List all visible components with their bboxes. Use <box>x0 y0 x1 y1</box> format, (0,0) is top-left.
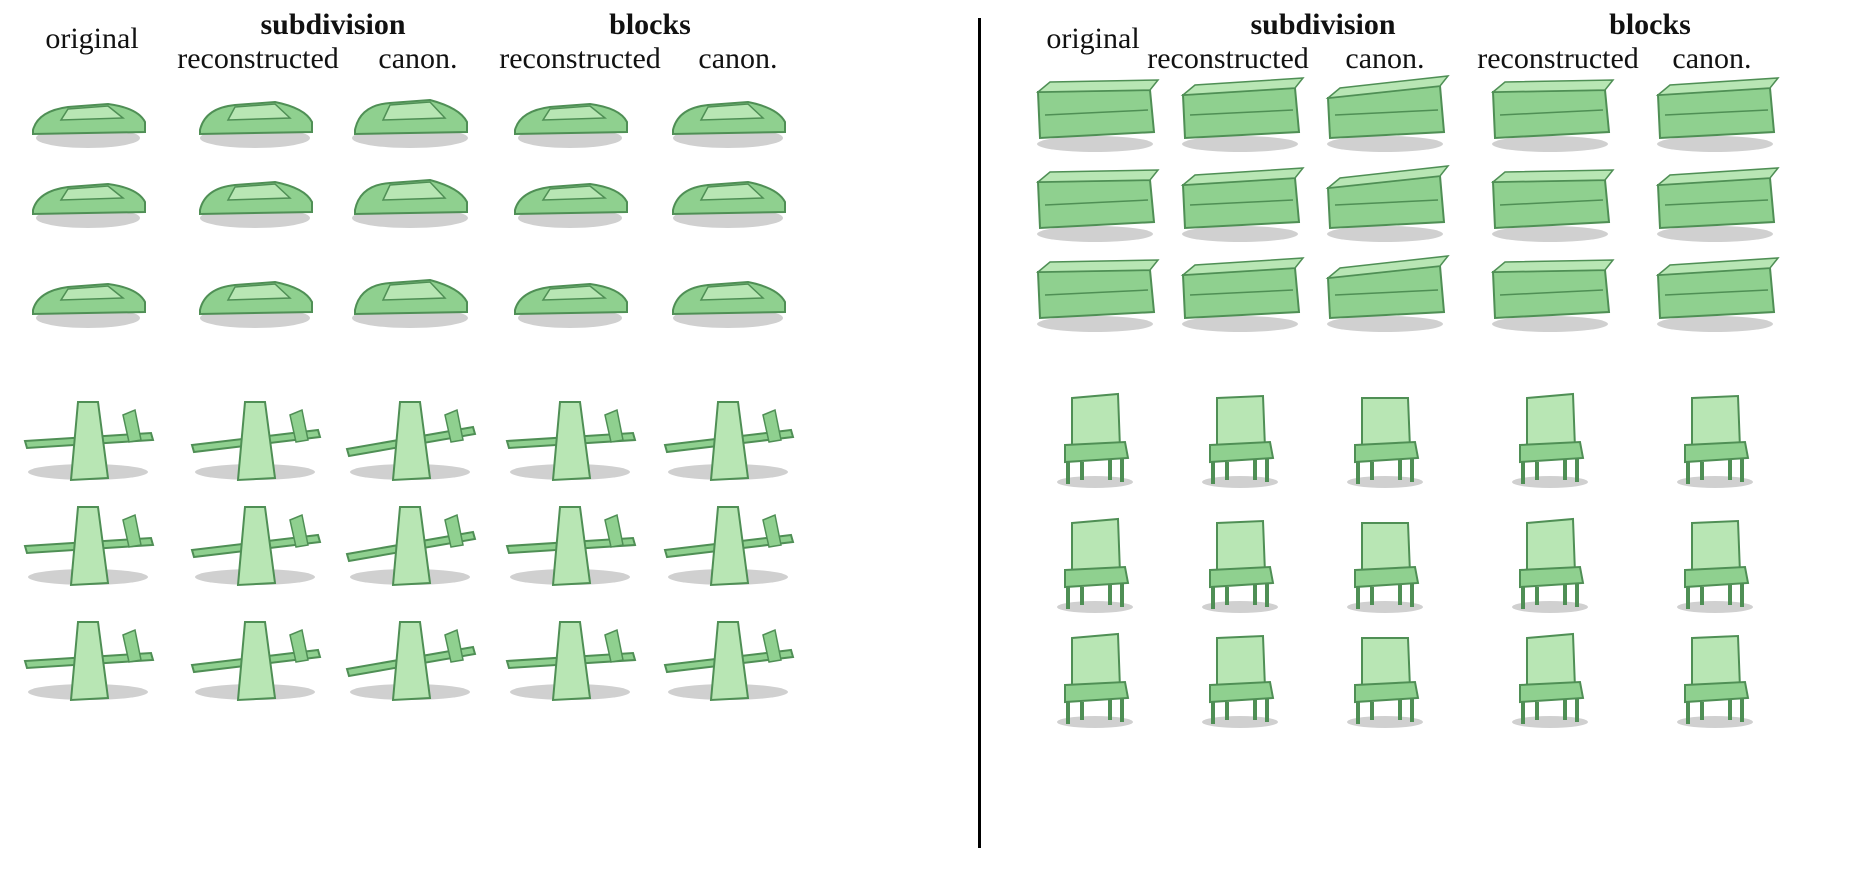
column-header-blocks-reconstructed: reconstructed <box>1477 42 1639 75</box>
sofa-icon <box>1475 150 1625 250</box>
chair-icon <box>1310 630 1460 730</box>
column-header-original: original <box>45 22 139 55</box>
group-header-blocks: blocks <box>1609 8 1691 41</box>
column-header-original: original <box>1046 22 1140 55</box>
column-header-subdivision-canon: canon. <box>378 42 458 75</box>
airplane-icon <box>13 390 163 490</box>
car-icon <box>180 240 330 340</box>
chair-icon <box>1640 515 1790 615</box>
shape-thumbnail-grid <box>985 0 1849 875</box>
chair-icon <box>1475 630 1625 730</box>
airplane-icon <box>180 495 330 595</box>
car-icon <box>653 60 803 160</box>
car-icon <box>495 240 645 340</box>
group-header-blocks: blocks <box>609 8 691 41</box>
car-icon <box>495 140 645 240</box>
airplane-icon <box>495 495 645 595</box>
chair-icon <box>1020 630 1170 730</box>
chair-icon <box>1020 390 1170 490</box>
airplane-icon <box>13 610 163 710</box>
sofa-icon <box>1165 240 1315 340</box>
airplane-icon <box>13 495 163 595</box>
sofa-icon <box>1020 60 1170 160</box>
car-icon <box>180 60 330 160</box>
chair-icon <box>1640 630 1790 730</box>
column-header-blocks-reconstructed: reconstructed <box>499 42 661 75</box>
car-icon <box>180 140 330 240</box>
chair-icon <box>1165 630 1315 730</box>
airplane-icon <box>495 390 645 490</box>
car-icon <box>335 240 485 340</box>
chair-icon <box>1310 390 1460 490</box>
car-icon <box>653 240 803 340</box>
column-header-blocks-canon: canon. <box>698 42 778 75</box>
sofa-icon <box>1165 150 1315 250</box>
sofa-icon <box>1640 150 1790 250</box>
column-header-blocks-canon: canon. <box>1672 42 1752 75</box>
car-icon <box>13 240 163 340</box>
car-icon <box>335 140 485 240</box>
chair-icon <box>1475 390 1625 490</box>
right-figure-panel: original subdivision blocks reconstructe… <box>985 0 1849 875</box>
column-header-subdivision-canon: canon. <box>1345 42 1425 75</box>
airplane-icon <box>180 390 330 490</box>
column-header-subdivision-reconstructed: reconstructed <box>1147 42 1309 75</box>
airplane-icon <box>653 390 803 490</box>
airplane-icon <box>335 495 485 595</box>
airplane-icon <box>653 495 803 595</box>
chair-icon <box>1165 390 1315 490</box>
left-figure-panel: original subdivision blocks reconstructe… <box>13 8 803 710</box>
sofa-icon <box>1310 60 1460 160</box>
sofa-icon <box>1640 60 1790 160</box>
airplane-icon <box>180 610 330 710</box>
group-header-subdivision: subdivision <box>1250 8 1396 41</box>
airplane-icon <box>653 610 803 710</box>
chair-icon <box>1310 515 1460 615</box>
airplane-icon <box>495 610 645 710</box>
shape-thumbnail-grid <box>13 60 803 710</box>
car-icon <box>653 140 803 240</box>
chair-icon <box>1475 515 1625 615</box>
sofa-icon <box>1475 60 1625 160</box>
sofa-icon <box>1020 150 1170 250</box>
airplane-icon <box>335 610 485 710</box>
sofa-icon <box>1475 240 1625 340</box>
airplane-icon <box>335 390 485 490</box>
car-icon <box>13 140 163 240</box>
chair-icon <box>1640 390 1790 490</box>
sofa-icon <box>1020 240 1170 340</box>
chair-icon <box>1020 515 1170 615</box>
sofa-icon <box>1310 240 1460 340</box>
sofa-icon <box>1165 60 1315 160</box>
sofa-icon <box>1310 150 1460 250</box>
group-header-subdivision: subdivision <box>260 8 406 41</box>
sofa-icon <box>1640 240 1790 340</box>
car-icon <box>335 60 485 160</box>
column-header-subdivision-reconstructed: reconstructed <box>177 42 339 75</box>
car-icon <box>13 60 163 160</box>
panel-divider <box>978 18 981 848</box>
car-icon <box>495 60 645 160</box>
chair-icon <box>1165 515 1315 615</box>
